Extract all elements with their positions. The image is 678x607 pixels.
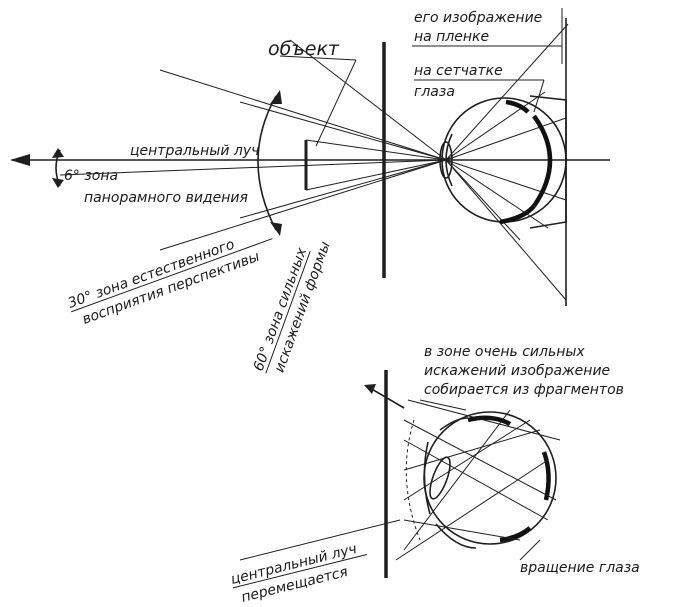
zone30-underline [71, 239, 272, 312]
zone6-arrow [52, 148, 64, 158]
label-eye-rotation: вращение глаза [520, 560, 640, 576]
arrowhead [364, 384, 376, 394]
retina-image-3 [500, 206, 534, 222]
inner-arc [440, 418, 468, 430]
label-image-1: его изображение [414, 10, 542, 26]
label-image-2: на пленке [414, 29, 489, 45]
ray [404, 430, 540, 470]
ray [306, 140, 446, 160]
zone60-label-group: 60° зона сильных искажений формы [251, 233, 334, 381]
label-strong-a: в зоне очень сильных [424, 344, 585, 360]
eyeball-2 [424, 412, 556, 544]
label-central-ray: центральный луч [130, 143, 259, 159]
label-strong-b: искажений изображение [424, 363, 610, 379]
zone6-arrow [52, 178, 64, 188]
axis-arrowhead [10, 154, 30, 166]
leader-rotation [520, 540, 540, 560]
ray [240, 102, 446, 160]
zone30-label-group: 30° зона естественного восприятия перспе… [66, 224, 279, 331]
ray [240, 160, 446, 218]
zone30-arrow [270, 222, 282, 236]
label-zone6-b: панорамного видения [84, 190, 248, 206]
zone30-arrow [270, 90, 282, 104]
top-diagram: объект его изображение на пленке на сетч… [10, 8, 610, 380]
label-strong-c: собирается из фрагментов [424, 382, 624, 398]
label-image-4: глаза [414, 84, 455, 100]
ray [446, 160, 548, 228]
inner-arc [436, 524, 476, 548]
label-image-3: на сетчатке [414, 63, 503, 79]
ray [404, 440, 548, 520]
label-zone6-a: 6° зона [64, 168, 118, 184]
ray [446, 92, 545, 160]
ray [396, 460, 548, 560]
label-object: объект [268, 38, 340, 60]
retina-image [534, 116, 550, 206]
bottom-diagram: в зоне очень сильных искажений изображен… [229, 344, 640, 607]
fragment [544, 452, 549, 500]
zone30-arc [258, 96, 276, 230]
ray [404, 420, 530, 500]
retina-image-2 [506, 102, 528, 112]
central-ray-2-group: центральный луч перемещается [229, 539, 372, 607]
